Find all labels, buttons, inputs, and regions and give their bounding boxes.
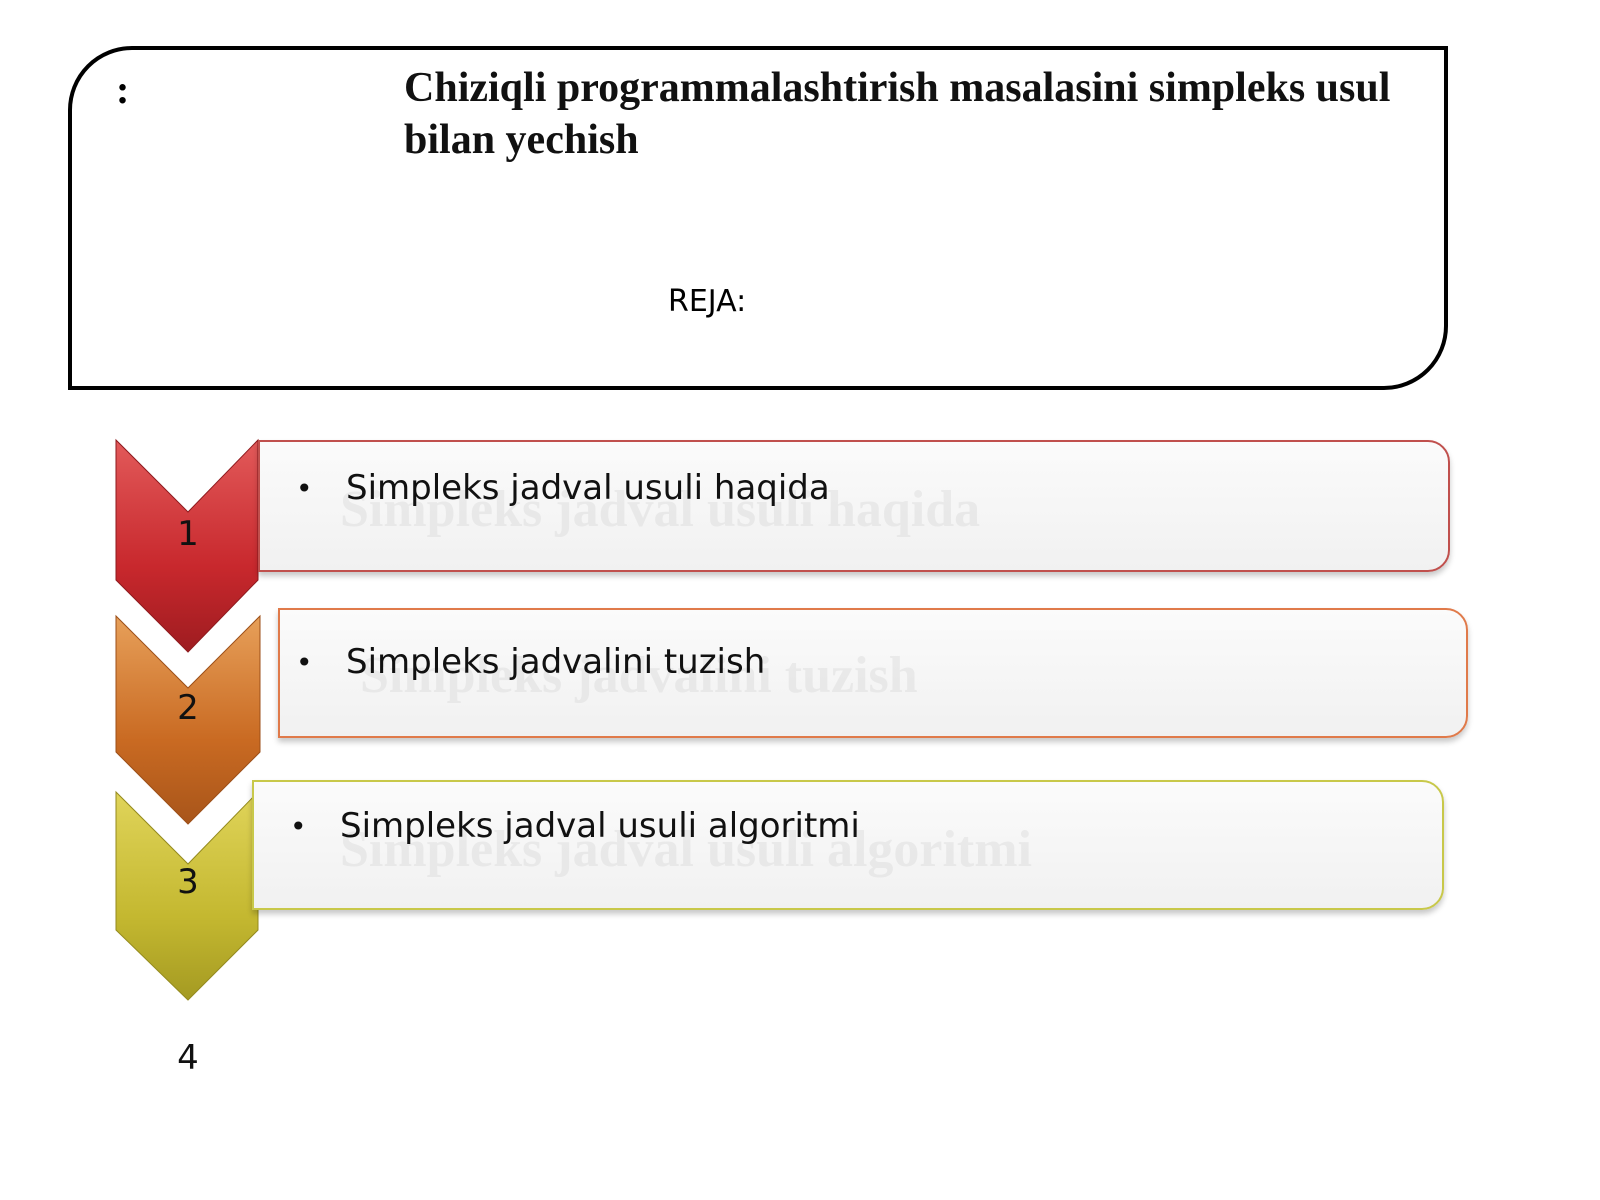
step-3-text: Simpleks jadval usuli algoritmi [340,806,860,846]
step-3-bullet: • [290,810,307,843]
step-4-number: 4 [177,1038,199,1078]
step-3-number: 3 [177,862,199,902]
step-1-text: Simpleks jadval usuli haqida [346,468,830,508]
step-1-ghost-text: Simpleks jadval usuli haqida [340,481,981,538]
step-1-panel [258,440,1450,572]
step-2-chevron [115,614,261,825]
title-prefix: : [116,67,130,112]
plan-heading: REJA: [668,284,747,319]
page-title: Chiziqli programmalashtirish masalasini … [404,65,1391,163]
step-2-panel [278,608,1468,738]
title-box [68,46,1448,390]
step-2-text: Simpleks jadvalini tuzish [346,642,766,682]
step-2-bullet: • [296,646,313,679]
step-3-chevron [115,790,259,1001]
step-2-ghost-text: Simpleks jadvalini tuzish [360,647,918,704]
step-2-number: 2 [177,688,199,728]
step-3-ghost-text: Simpleks jadval usuli algoritmi [340,821,1032,878]
step-1-chevron [115,438,259,653]
step-1-number: 1 [177,514,199,554]
step-3-panel [252,780,1444,910]
step-1-bullet: • [296,472,313,505]
